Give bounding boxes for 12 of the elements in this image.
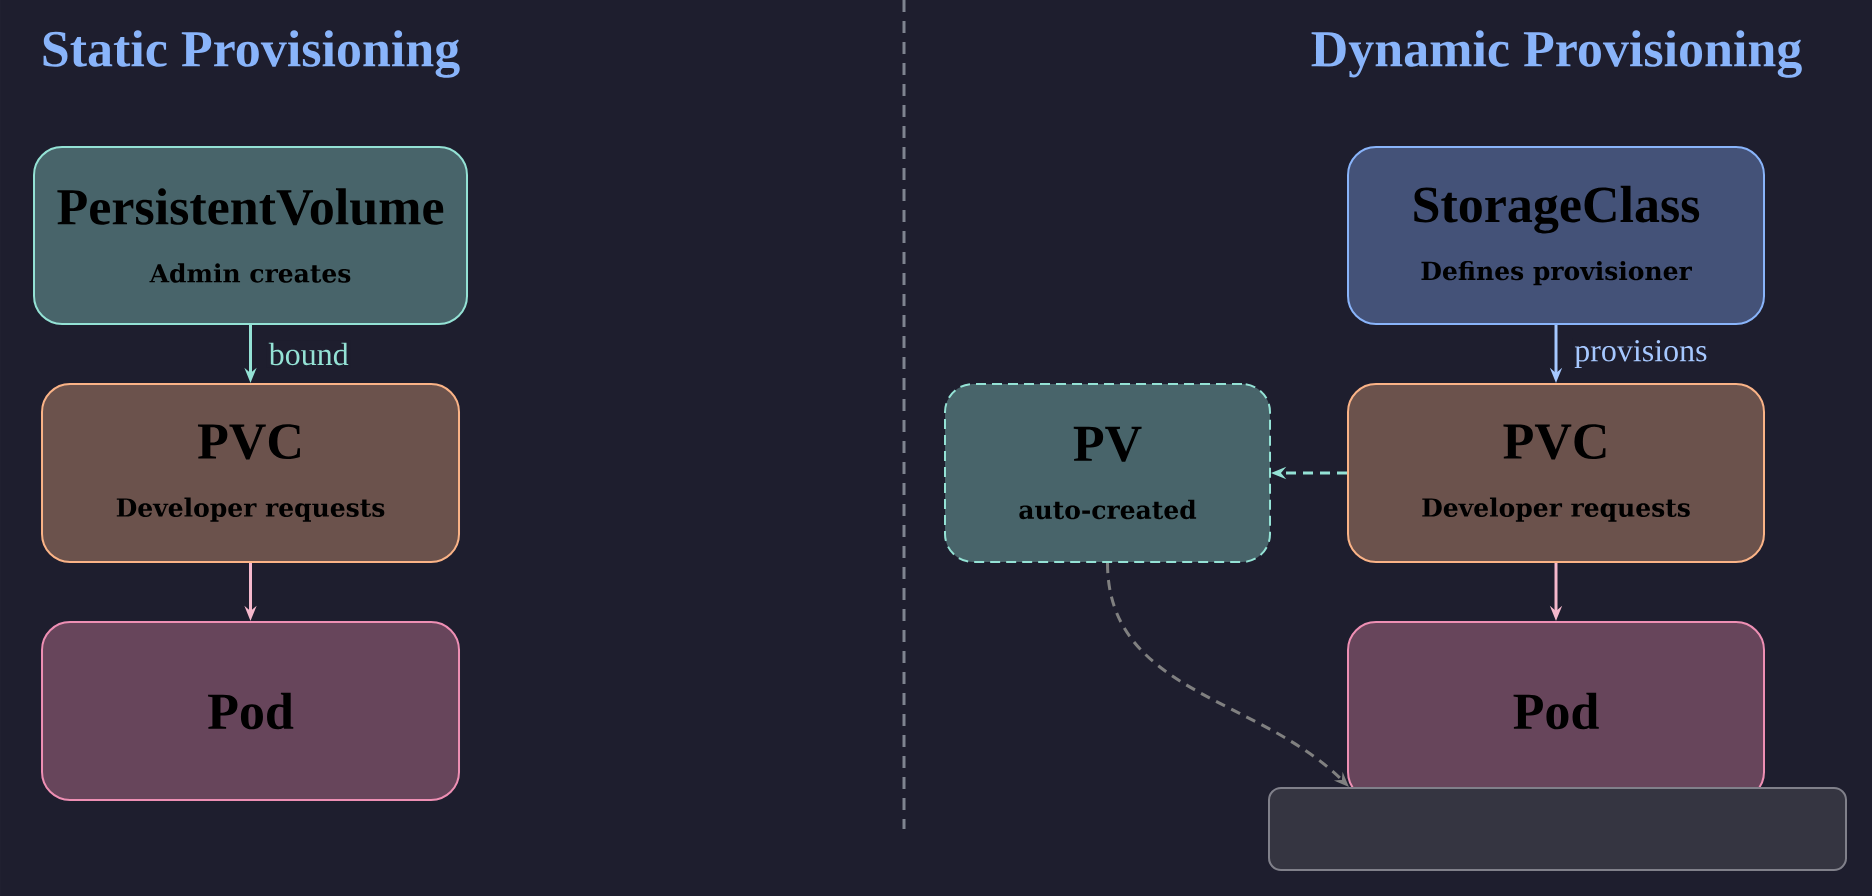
resource-box: StorageClass Defines provisioner bbox=[1347, 146, 1765, 325]
resource-box: PVC Developer requests bbox=[1347, 383, 1765, 563]
resource-box: PersistentVolume Admin creates bbox=[33, 146, 468, 325]
edge-label: bound bbox=[266, 340, 351, 368]
edge-label: provisions bbox=[1572, 338, 1710, 370]
empty-box bbox=[1268, 787, 1847, 871]
section-heading: Dynamic Provisioning bbox=[1311, 30, 1802, 78]
resource-box: Pod bbox=[1347, 621, 1765, 801]
resource-box: PVC Developer requests bbox=[41, 383, 460, 563]
section-heading: Static Provisioning bbox=[43, 30, 460, 78]
resource-box: Pod bbox=[41, 621, 460, 801]
resource-box: PV auto-created bbox=[944, 383, 1271, 563]
